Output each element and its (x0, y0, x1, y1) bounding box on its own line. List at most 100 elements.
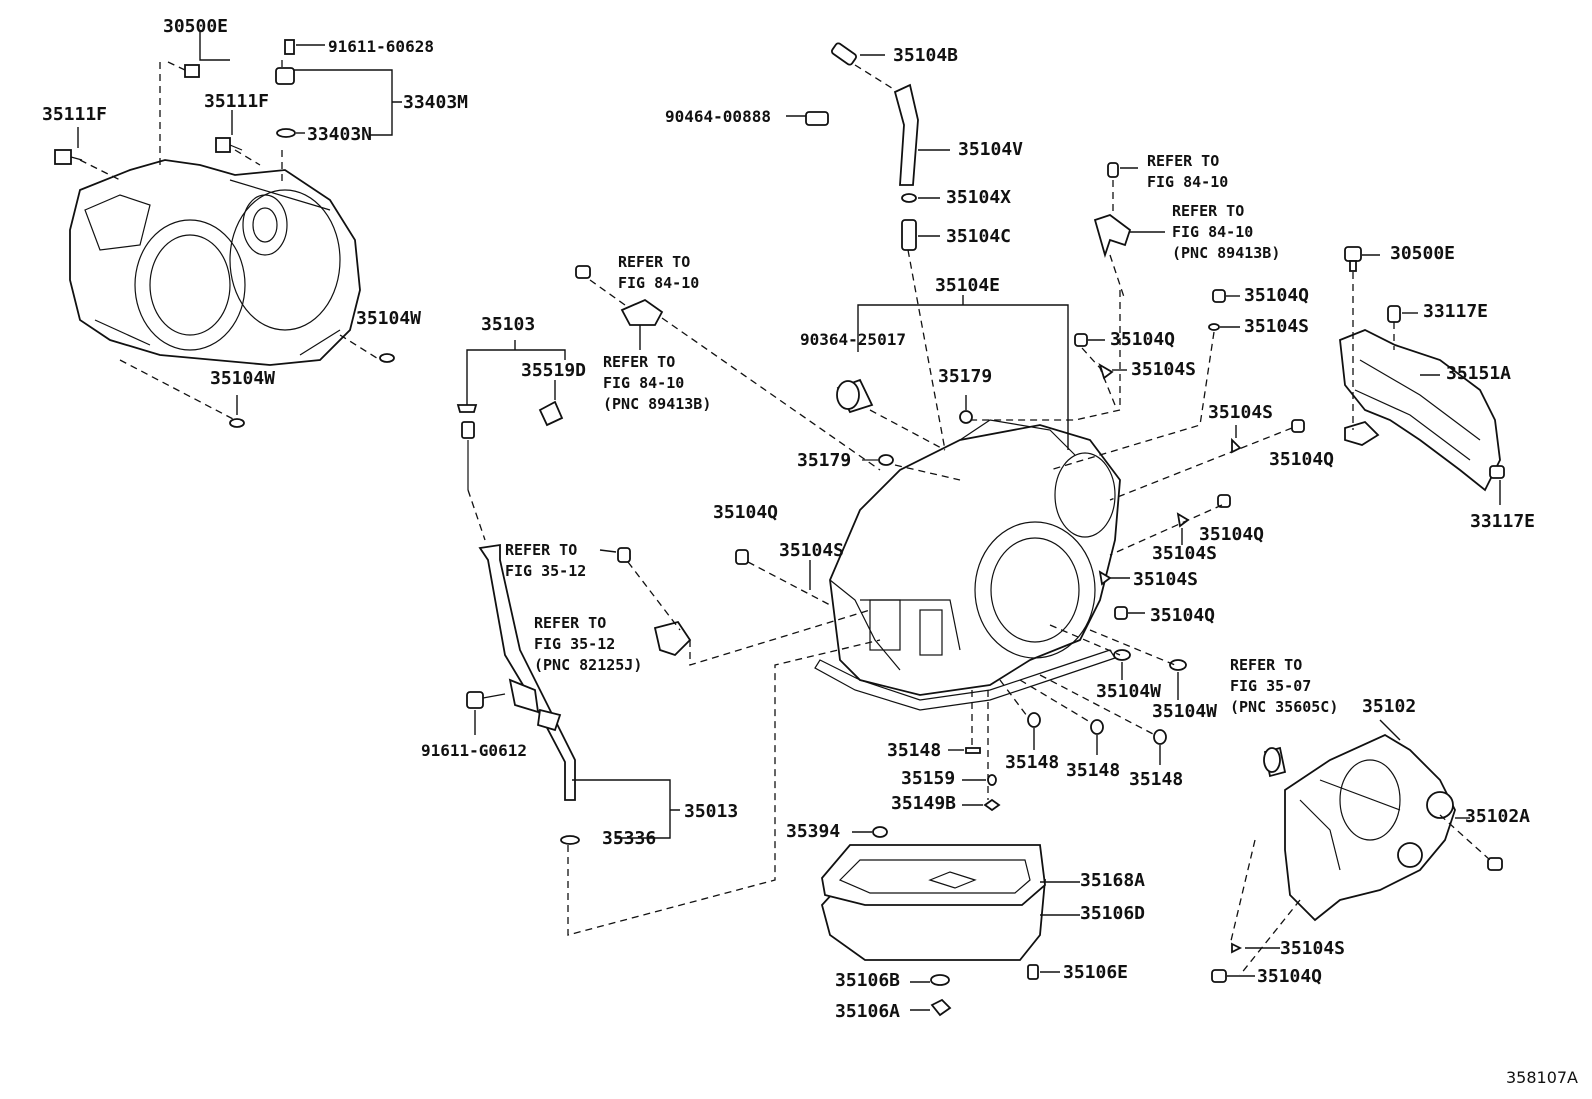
union-bolt-33403M (275, 67, 295, 85)
label-35104Q-c: 35104Q (1269, 449, 1335, 470)
mount-bracket-35102 (1284, 733, 1456, 922)
bolt-35111F-mid (215, 110, 243, 153)
label-90464-00888: 90464-00888 (665, 107, 771, 126)
bolt-91611-60628 (284, 39, 325, 55)
label-35104S-c: 35104S (1208, 402, 1274, 423)
bolt-35104Q-g (1211, 969, 1255, 983)
refer-to-fig-84-10-c: REFER TO FIG 84-10 (1147, 152, 1229, 191)
label-91611-G0612: 91611-G0612 (421, 741, 527, 760)
drain-plug-35106E (1027, 964, 1060, 980)
label-35104B: 35104B (893, 45, 959, 66)
label-35519D: 35519D (521, 360, 587, 381)
label-35148-d: 35148 (1129, 769, 1184, 790)
union-35104B (831, 42, 885, 66)
clip-35104S-g (1231, 942, 1280, 954)
label-35104W-b: 35104W (210, 368, 276, 389)
transaxle-housing (69, 159, 361, 366)
bolt-33117E-bottom (1489, 465, 1505, 505)
plug-35148-d (1153, 729, 1167, 765)
label-35148-a: 35148 (887, 740, 942, 761)
gasket-35168A (821, 844, 1046, 906)
label-35104S-g: 35104S (1280, 938, 1346, 959)
label-35159: 35159 (901, 768, 956, 789)
transaxle-assembly (814, 419, 1121, 711)
label-30500E-top: 30500E (163, 16, 229, 37)
label-35111F-mid: 35111F (204, 91, 270, 112)
plug-35179-b (862, 454, 894, 466)
bolt-35104Q-b (1074, 333, 1105, 347)
label-35104Q-f: 35104Q (713, 502, 779, 523)
plug-35148-c (1090, 719, 1104, 755)
refer-to-fig-84-10-a: REFER TO FIG 84-10 (618, 253, 700, 292)
sensor-refer-84-10-d (1093, 213, 1165, 259)
clip-35104S-d (1176, 512, 1190, 545)
cooler-tube-35104V (893, 83, 919, 186)
refer-to-fig-35-12-a: REFER TO FIG 35-12 (505, 541, 587, 580)
bushing-refer-35-07 (1263, 746, 1287, 778)
gasket-35104X (901, 193, 940, 203)
clip-35104S-c (1231, 425, 1242, 454)
connector-35104C (901, 219, 940, 251)
bolt-35102A (1487, 857, 1503, 871)
o-ring-35336 (560, 835, 580, 845)
label-35104E: 35104E (935, 275, 1001, 296)
bolt-91611-G0612 (466, 691, 506, 735)
bolt-refer-84-10-a (575, 265, 591, 279)
label-35104Q-g: 35104Q (1257, 966, 1323, 987)
label-35106A: 35106A (835, 1001, 901, 1022)
refer-to-fig-35-07: REFER TO FIG 35-07 (PNC 35605C) (1230, 656, 1339, 716)
refer-to-fig-84-10-d: REFER TO FIG 84-10 (PNC 89413B) (1172, 202, 1281, 262)
label-35102: 35102 (1362, 696, 1417, 717)
figure-id: 358107A (1505, 1068, 1578, 1087)
refer-to-fig-35-12-b: REFER TO FIG 35-12 (PNC 82125J) (534, 614, 643, 674)
label-33117E-bottom: 33117E (1470, 511, 1536, 532)
bolt-refer-84-10-c (1107, 162, 1138, 178)
label-35104Q-d: 35104Q (1199, 524, 1265, 545)
label-35149B: 35149B (891, 793, 957, 814)
label-35104W-d: 35104W (1152, 701, 1218, 722)
bolt-30500E-right (1344, 246, 1380, 272)
label-35103: 35103 (481, 314, 536, 335)
label-35179-a: 35179 (938, 366, 993, 387)
gasket-33403N (276, 128, 305, 138)
plug-35179-a (959, 395, 973, 424)
label-35106E: 35106E (1063, 962, 1129, 983)
bolt-35104Q-d (1217, 494, 1231, 508)
label-35104V: 35104V (958, 139, 1024, 160)
gasket-35106B (910, 974, 950, 986)
label-35104W-a: 35104W (356, 308, 422, 329)
clip-35104S-b (1098, 363, 1127, 380)
label-35104Q-e: 35104Q (1150, 605, 1216, 626)
heat-shield-35151A (1339, 329, 1501, 492)
label-35013: 35013 (684, 801, 739, 822)
label-35151A: 35151A (1446, 363, 1512, 384)
label-35106D: 35106D (1080, 903, 1146, 924)
plug-35148-a (948, 747, 981, 754)
label-35111F-left: 35111F (42, 104, 108, 125)
plug-35104W-c (1113, 649, 1131, 680)
bolt-35104Q-c (1291, 419, 1305, 433)
label-35104S-b: 35104S (1131, 359, 1197, 380)
plug-35148-b (1027, 712, 1041, 750)
label-35179-b: 35179 (797, 450, 852, 471)
dipstick-35103 (456, 404, 478, 490)
bolt-refer-35-12-a (599, 547, 631, 563)
label-35394: 35394 (786, 821, 841, 842)
plug-35159 (962, 774, 997, 786)
plug-35104W-d (1169, 659, 1187, 700)
label-33403N: 33403N (307, 124, 373, 145)
guide-tube-35013 (478, 543, 576, 801)
label-35104W-c: 35104W (1096, 681, 1162, 702)
clip-35104S-a (1208, 323, 1240, 331)
plug-35104W-b (229, 395, 245, 428)
bolt-35104Q-a (1212, 289, 1240, 303)
label-30500E-right: 30500E (1390, 243, 1456, 264)
label-35106B: 35106B (835, 970, 901, 991)
label-33117E-top: 33117E (1423, 301, 1489, 322)
refer-to-fig-84-10-b: REFER TO FIG 84-10 (PNC 89413B) (603, 353, 712, 413)
gasket-35149B (962, 798, 1001, 812)
bolt-90464-00888 (786, 111, 829, 126)
label-35102A: 35102A (1465, 806, 1531, 827)
label-35148-c: 35148 (1066, 760, 1121, 781)
